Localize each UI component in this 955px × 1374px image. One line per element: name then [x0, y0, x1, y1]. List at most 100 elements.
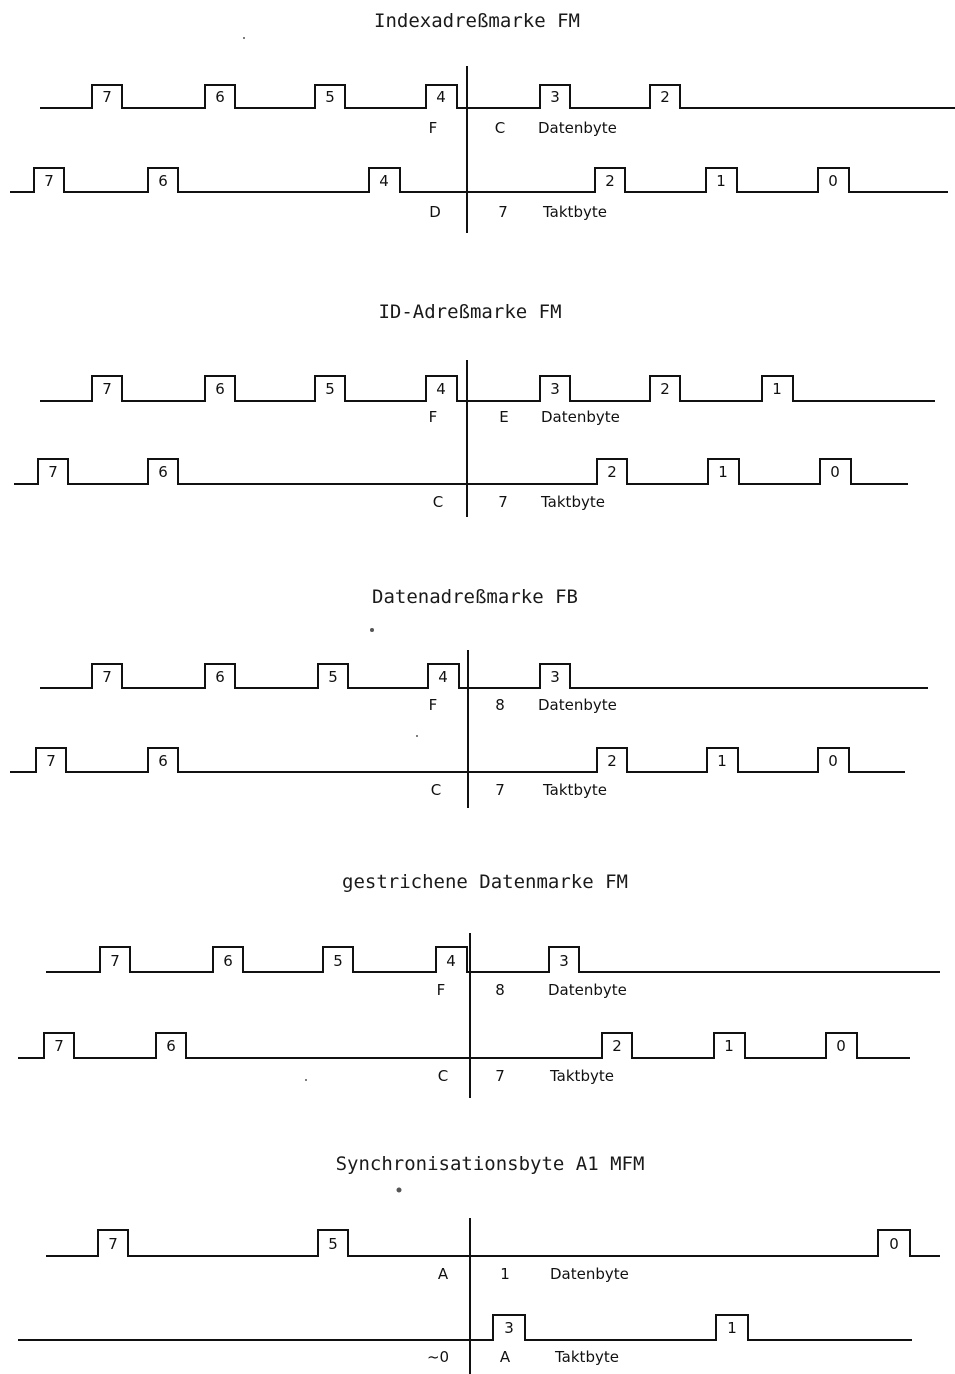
scan-speck: [305, 1079, 307, 1081]
diagram-title: ID-Adreßmarke FM: [378, 301, 561, 323]
diagram-title: Datenadreßmarke FB: [372, 586, 578, 608]
clock-bit-label: 0: [836, 1037, 846, 1055]
scan-speck: [370, 628, 374, 632]
clock-bit-label: 1: [717, 752, 727, 770]
clock-bit-label: 6: [158, 752, 168, 770]
data-bit-label: 3: [559, 952, 569, 970]
data-row-label: Datenbyte: [538, 696, 617, 714]
data-bit-label: 7: [102, 380, 112, 398]
data-hex-right: C: [495, 119, 505, 137]
data-bit-label: 6: [215, 88, 225, 106]
clock-row-label: Taktbyte: [542, 203, 607, 221]
diagram-title: Indexadreßmarke FM: [374, 10, 580, 32]
clock-waveform: [10, 167, 948, 193]
scan-speck: [416, 735, 418, 737]
clock-bit-label: 0: [830, 463, 840, 481]
data-hex-left: F: [429, 696, 438, 714]
data-row-label: Datenbyte: [538, 119, 617, 137]
data-bit-label: 5: [328, 1235, 338, 1253]
data-hex-left: F: [437, 981, 446, 999]
data-hex-right: 1: [500, 1265, 510, 1283]
data-waveform: [40, 84, 955, 109]
clock-hex-right: 7: [498, 203, 508, 221]
data-bit-label: 7: [102, 668, 112, 686]
clock-hex-left: C: [433, 493, 443, 511]
clock-bit-label: 1: [727, 1319, 737, 1337]
data-hex-left: A: [438, 1265, 449, 1283]
clock-hex-left: C: [431, 781, 441, 799]
clock-waveform: [18, 1314, 912, 1341]
clock-bit-label: 4: [379, 172, 389, 190]
scan-speck: [243, 37, 245, 39]
data-bit-label: 6: [215, 380, 225, 398]
clock-bit-label: 6: [158, 463, 168, 481]
clock-waveform: [10, 747, 905, 773]
clock-bit-label: 1: [716, 172, 726, 190]
data-bit-label: 6: [223, 952, 233, 970]
data-bit-label: 5: [328, 668, 338, 686]
diagram-deleted-data-mark: gestrichene Datenmarke FM 7 6 5 4 3 F 8 …: [18, 871, 940, 1098]
data-row-label: Datenbyte: [548, 981, 627, 999]
clock-row-label: Taktbyte: [542, 781, 607, 799]
clock-waveform: [14, 458, 908, 485]
clock-bit-label: 1: [718, 463, 728, 481]
data-hex-left: F: [429, 119, 438, 137]
data-bit-label: 1: [772, 380, 782, 398]
data-bit-label: 7: [110, 952, 120, 970]
clock-row-label: Taktbyte: [554, 1348, 619, 1366]
clock-waveform: [18, 1032, 910, 1059]
clock-bit-label: 6: [158, 172, 168, 190]
data-bit-label: 5: [325, 88, 335, 106]
data-hex-left: F: [429, 408, 438, 426]
data-bit-label: 5: [333, 952, 343, 970]
data-bit-label: 3: [550, 668, 560, 686]
clock-hex-right: 7: [498, 493, 508, 511]
clock-hex-right: 7: [495, 781, 505, 799]
diagram-id-address-mark: ID-Adreßmarke FM 7 6 5 4 3 2 1 F E Daten…: [14, 301, 935, 517]
data-bit-label: 4: [436, 380, 446, 398]
diagram-sync-byte-mfm: Synchronisationsbyte A1 MFM 7 5 0 A 1 Da…: [18, 1153, 940, 1374]
data-bit-label: 4: [436, 88, 446, 106]
data-bit-label: 4: [438, 668, 448, 686]
clock-bit-label: 7: [54, 1037, 64, 1055]
scan-speck: [396, 1187, 402, 1193]
data-hex-right: E: [499, 408, 508, 426]
data-bit-label: 7: [108, 1235, 118, 1253]
diagram-title: gestrichene Datenmarke FM: [342, 871, 628, 893]
clock-hex-left: C: [438, 1067, 448, 1085]
clock-bit-label: 7: [44, 172, 54, 190]
data-bit-label: 0: [889, 1235, 899, 1253]
clock-bit-label: 7: [46, 752, 56, 770]
clock-hex-left: D: [429, 203, 441, 221]
data-bit-label: 5: [325, 380, 335, 398]
clock-bit-label: 7: [48, 463, 58, 481]
clock-hex-right: 7: [495, 1067, 505, 1085]
data-bit-label: 2: [660, 88, 670, 106]
clock-bit-label: 3: [504, 1319, 514, 1337]
clock-bit-label: 2: [605, 172, 615, 190]
data-bit-label: 6: [215, 668, 225, 686]
clock-hex-left: ~0: [427, 1348, 449, 1366]
clock-row-label: Taktbyte: [549, 1067, 614, 1085]
data-hex-right: 8: [495, 981, 505, 999]
data-bit-label: 7: [102, 88, 112, 106]
data-bit-label: 3: [550, 88, 560, 106]
diagram-data-address-mark: Datenadreßmarke FB 7 6 5 4 3 F 8 Datenby…: [10, 586, 928, 808]
clock-bit-label: 0: [828, 172, 838, 190]
data-waveform: [40, 663, 928, 689]
data-bit-label: 2: [660, 380, 670, 398]
data-waveform: [46, 946, 940, 973]
data-bit-label: 3: [550, 380, 560, 398]
data-row-label: Datenbyte: [541, 408, 620, 426]
clock-bit-label: 2: [612, 1037, 622, 1055]
clock-bit-label: 6: [166, 1037, 176, 1055]
data-bit-label: 4: [446, 952, 456, 970]
data-row-label: Datenbyte: [550, 1265, 629, 1283]
data-waveform: [46, 1229, 940, 1257]
clock-row-label: Taktbyte: [540, 493, 605, 511]
clock-hex-right: A: [500, 1348, 511, 1366]
clock-bit-label: 2: [607, 463, 617, 481]
clock-bit-label: 1: [724, 1037, 734, 1055]
clock-bit-label: 0: [828, 752, 838, 770]
